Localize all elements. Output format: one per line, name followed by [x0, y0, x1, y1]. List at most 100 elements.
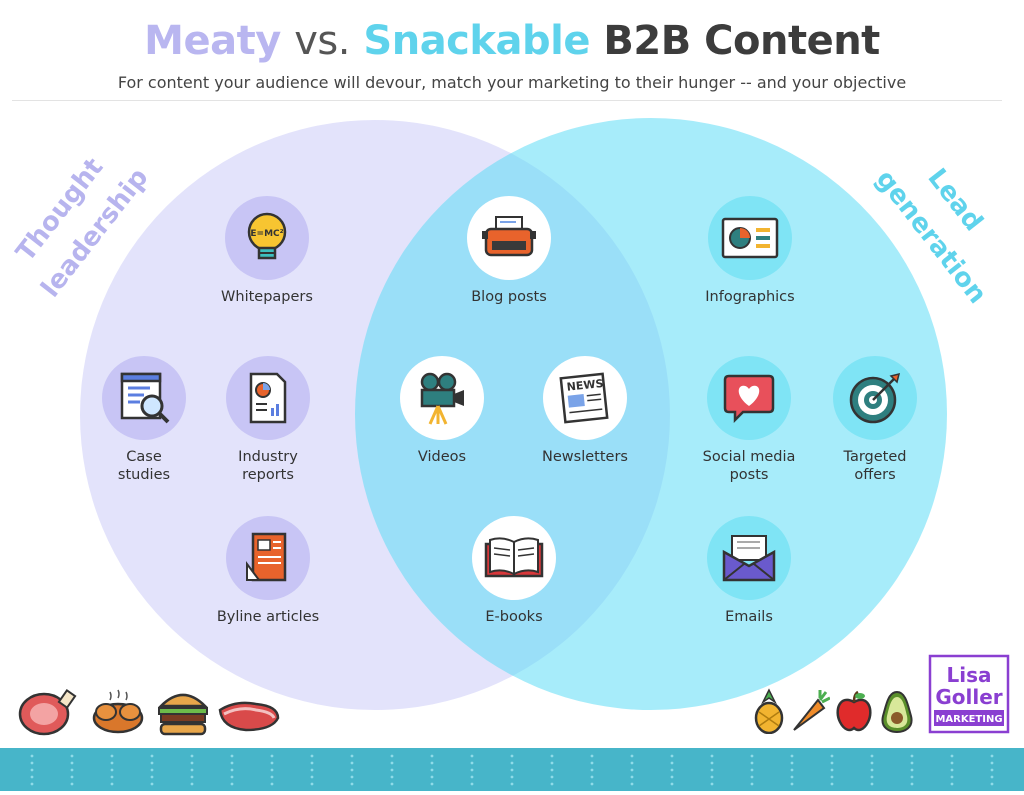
footer-dot	[230, 775, 234, 779]
footer-dot	[870, 768, 874, 772]
social-media-line1: Social media	[702, 449, 796, 465]
footer-dot	[390, 761, 394, 765]
footer-dot	[630, 768, 634, 772]
footer-dot	[910, 761, 914, 765]
footer-dot	[750, 761, 754, 765]
footer-dot	[30, 782, 34, 786]
footer-dot	[430, 775, 434, 779]
title-snackable: Snackable	[363, 18, 590, 64]
footer-dot	[190, 775, 194, 779]
targeted-offers-line2: offers	[854, 467, 896, 483]
footer-dot	[270, 782, 274, 786]
footer-dot	[430, 768, 434, 772]
footer-dot	[470, 775, 474, 779]
case-studies-line1: Case	[126, 449, 162, 465]
footer-dot	[710, 761, 714, 765]
lightbulb-icon: E=MC²	[225, 196, 309, 280]
item-infographics: Infographics	[680, 196, 820, 306]
heart-bubble-icon	[707, 356, 791, 440]
footer-dot	[790, 782, 794, 786]
footer-dot	[590, 768, 594, 772]
footer-dot	[470, 754, 474, 758]
footer-dot	[790, 754, 794, 758]
label-social-media-posts: Social media posts	[679, 448, 819, 484]
footer-dot	[830, 761, 834, 765]
footer-dot	[310, 754, 314, 758]
footer-dot	[950, 768, 954, 772]
footer-dot	[830, 775, 834, 779]
magnifier-document-icon	[102, 356, 186, 440]
footer-dot	[230, 768, 234, 772]
footer-dot	[630, 761, 634, 765]
footer-dot	[470, 761, 474, 765]
footer-dot	[510, 768, 514, 772]
footer-dot	[950, 761, 954, 765]
footer-dot	[630, 754, 634, 758]
footer-dot	[510, 761, 514, 765]
footer-dot	[710, 754, 714, 758]
footer-dot	[470, 782, 474, 786]
footer-dot	[910, 782, 914, 786]
label-whitepapers: Whitepapers	[221, 289, 313, 305]
footer-dot	[670, 761, 674, 765]
footer-dot	[630, 782, 634, 786]
footer-dot	[350, 775, 354, 779]
infographic-board-icon	[708, 196, 792, 280]
footer-dot	[790, 768, 794, 772]
footer-dot	[870, 761, 874, 765]
envelope-icon	[707, 516, 791, 600]
footer-dot	[310, 768, 314, 772]
footer-dot	[390, 754, 394, 758]
footer-dot	[310, 761, 314, 765]
footer-dot	[270, 768, 274, 772]
title-meaty: Meaty	[144, 18, 281, 64]
footer-dot	[150, 754, 154, 758]
footer-dot	[590, 761, 594, 765]
label-ebooks: E-books	[485, 609, 543, 625]
footer-dot	[150, 761, 154, 765]
footer-dot	[630, 775, 634, 779]
footer-dot	[350, 782, 354, 786]
ham-icon	[18, 689, 77, 736]
footer-dot	[110, 761, 114, 765]
footer-dot	[430, 754, 434, 758]
steak-icon	[218, 701, 280, 732]
industry-reports-line1: Industry	[238, 449, 298, 465]
footer-dot	[150, 775, 154, 779]
footer-dot	[70, 782, 74, 786]
footer-dot	[30, 761, 34, 765]
label-infographics: Infographics	[705, 289, 795, 305]
footer-dot	[710, 775, 714, 779]
footer-dot	[550, 754, 554, 758]
footer-dot	[750, 775, 754, 779]
label-newsletters: Newsletters	[542, 449, 628, 465]
footer-dot	[350, 768, 354, 772]
footer-dot	[750, 768, 754, 772]
footer-dot	[670, 782, 674, 786]
footer-dot	[550, 775, 554, 779]
newspaper-word: NEWS	[566, 377, 604, 394]
footer-dot	[190, 782, 194, 786]
footer-dot	[70, 761, 74, 765]
footer-dot	[110, 782, 114, 786]
report-icon	[226, 356, 310, 440]
footer-dot	[870, 782, 874, 786]
newspaper-icon: NEWS	[543, 356, 627, 440]
target-icon	[833, 356, 917, 440]
carrot-icon	[793, 690, 830, 731]
item-emails: Emails	[679, 516, 819, 626]
footer-dot	[790, 775, 794, 779]
social-media-line2: posts	[729, 467, 769, 483]
title-vs: vs.	[294, 18, 350, 64]
footer-dot	[430, 782, 434, 786]
footer-dot	[230, 782, 234, 786]
footer-dot	[910, 775, 914, 779]
footer-dot	[550, 761, 554, 765]
footer-dot	[990, 761, 994, 765]
footer-dot	[590, 782, 594, 786]
footer-dot	[190, 761, 194, 765]
footer-dot	[270, 761, 274, 765]
footer-dot	[670, 775, 674, 779]
label-industry-reports: Industry reports	[198, 448, 338, 484]
footer-dot	[270, 754, 274, 758]
